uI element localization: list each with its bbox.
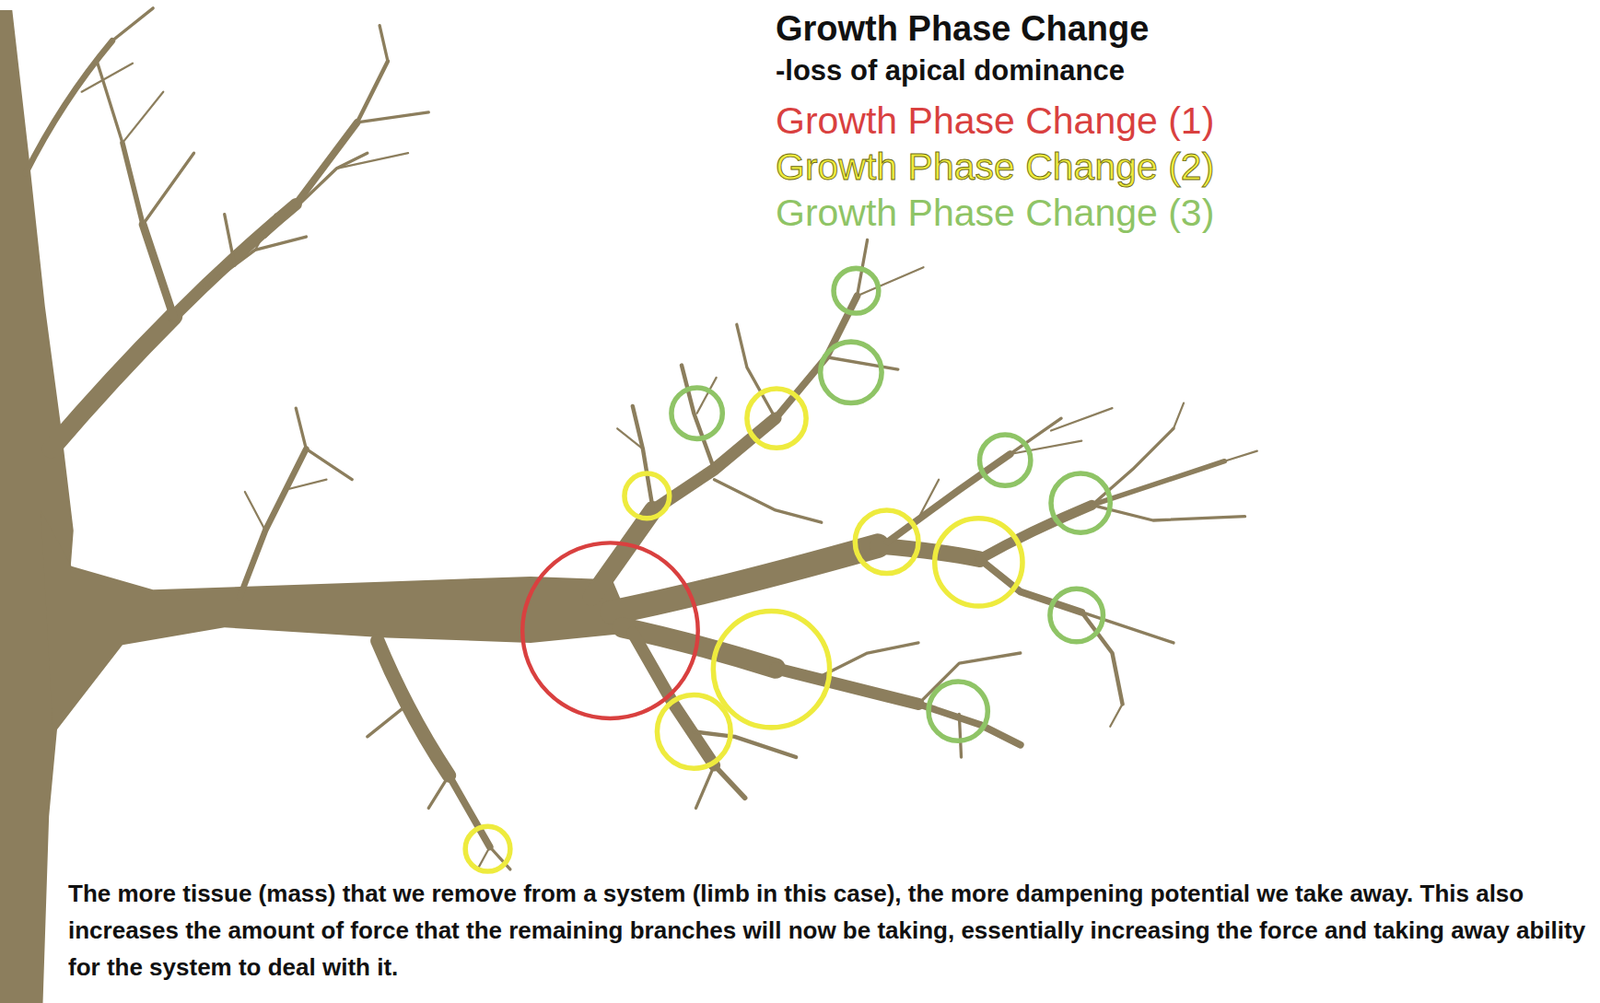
- tree-branch: [377, 641, 450, 776]
- tree-branch: [877, 546, 981, 560]
- tree-branch: [224, 214, 235, 266]
- tree-branch: [1091, 504, 1245, 521]
- phase-2-circle: [747, 388, 806, 448]
- tree-branch: [775, 668, 919, 705]
- tree-branch: [1081, 612, 1174, 643]
- tree-branch: [826, 357, 899, 370]
- tree-branch: [337, 152, 409, 169]
- tree-branch: [295, 408, 306, 449]
- phase-2-circle: [656, 694, 731, 769]
- legend-entry: Growth Phase Change (2): [775, 143, 1215, 190]
- tree-branch: [25, 8, 1258, 870]
- legend-entry: Growth Phase Change (3): [775, 189, 1215, 236]
- tree-branch: [50, 315, 174, 449]
- tree-branch: [713, 765, 745, 798]
- tree-branch: [239, 448, 306, 597]
- tree-branch: [612, 546, 878, 613]
- phase-3-circle: [979, 434, 1030, 486]
- phase-3-circle: [833, 268, 879, 314]
- tree-branch: [681, 365, 714, 470]
- tree-branch: [696, 765, 715, 809]
- tree-branch: [142, 224, 174, 317]
- tree-branch: [379, 25, 388, 62]
- tree-limb: [0, 8, 1258, 1003]
- tree-branch: [713, 479, 821, 524]
- tree-branch: [357, 60, 388, 122]
- tree-branch: [958, 713, 961, 758]
- tree-branch: [305, 448, 352, 479]
- phase-circles: [465, 268, 1110, 872]
- phase-2-circle: [712, 611, 830, 728]
- legend-entry: Growth Phase Change (1): [775, 97, 1215, 144]
- tree-branch: [1224, 451, 1257, 462]
- tree-branch: [25, 40, 113, 174]
- phase-3-circle: [1051, 473, 1110, 533]
- phase-2-circle: [624, 473, 670, 519]
- tree-branch: [367, 703, 409, 736]
- caption-note: The more tissue (mass) that we remove fr…: [68, 875, 1589, 986]
- tree-branch: [255, 214, 276, 251]
- tree-branch: [112, 8, 153, 41]
- tree-branch: [1109, 703, 1122, 726]
- tree-branch: [285, 479, 327, 491]
- tree-branch: [173, 204, 296, 317]
- tree-branch: [592, 510, 654, 597]
- phase-3-circle: [1050, 588, 1104, 643]
- tree-branch: [0, 10, 74, 1003]
- phase-3-circle: [671, 387, 723, 439]
- tree-branch: [245, 491, 266, 531]
- subtitle-note: -loss of apical dominance: [775, 53, 1125, 89]
- phase-1-circle: [522, 542, 699, 719]
- tree-branch: [122, 92, 164, 143]
- tree-branch: [918, 479, 939, 519]
- tree-branch: [1091, 428, 1174, 505]
- tree-branch: [671, 268, 1110, 741]
- tree-branch: [465, 388, 1023, 872]
- phase-2-circle: [465, 826, 511, 872]
- tree-branch: [1173, 403, 1184, 430]
- tree-branch: [40, 510, 635, 736]
- tree-branch: [617, 428, 643, 449]
- diagram-title: Growth Phase Change: [775, 7, 1149, 50]
- tree-branch: [96, 60, 123, 143]
- tree-branch: [693, 731, 796, 758]
- phase-2-circle: [854, 510, 919, 574]
- tree-branch: [357, 112, 430, 123]
- tree-branch: [428, 775, 449, 808]
- tree-branch: [142, 152, 194, 225]
- phase-2-circle: [934, 518, 1023, 607]
- tree-branch: [736, 324, 776, 419]
- tree-branch: [632, 406, 654, 511]
- tree-branch: [1051, 408, 1112, 431]
- tree-branch: [81, 63, 133, 93]
- legend-text: Growth Phase Change (2): [775, 145, 1215, 188]
- tree-branch: [122, 142, 143, 225]
- legend-text: Growth Phase Change (1): [775, 99, 1215, 142]
- phase-3-circle: [820, 341, 882, 403]
- tree-branch: [204, 236, 307, 288]
- phase-3-circle: [928, 681, 988, 741]
- tree-branch: [477, 847, 490, 870]
- legend-text: Growth Phase Change (3): [775, 191, 1215, 234]
